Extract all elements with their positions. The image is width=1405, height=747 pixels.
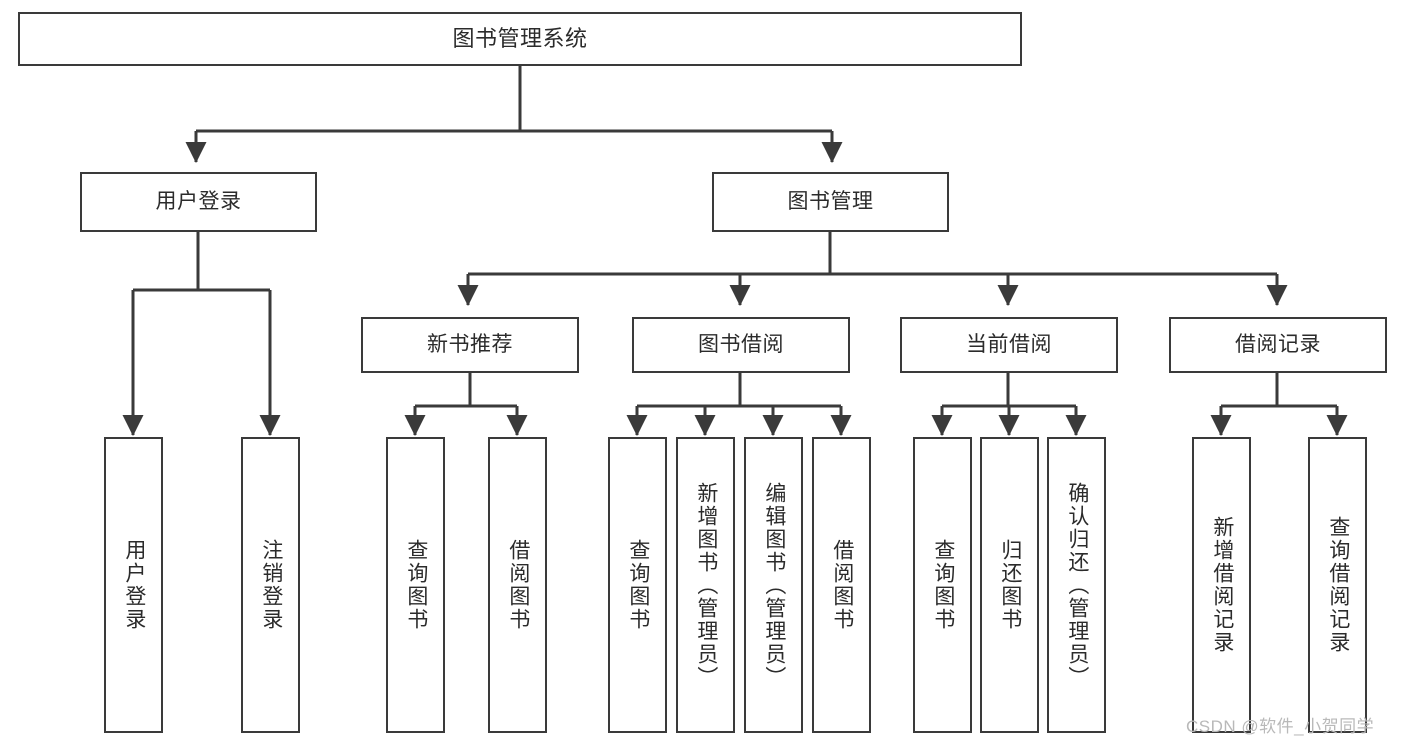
node-label: 图书借阅 — [698, 332, 784, 356]
node-label: 注销登录 — [259, 539, 283, 631]
node-new-book-recommend[interactable]: 新书推荐 — [361, 317, 579, 373]
leaf-borrow-add-book-admin[interactable]: 新增图书（管理员） — [676, 437, 735, 733]
node-borrow-record[interactable]: 借阅记录 — [1169, 317, 1387, 373]
node-label: 查询借阅记录 — [1326, 516, 1350, 654]
node-label: 用户登录 — [122, 539, 146, 631]
node-book-management[interactable]: 图书管理 — [712, 172, 949, 232]
node-label: 查询图书 — [626, 539, 650, 631]
leaf-current-confirm-return-admin[interactable]: 确认归还（管理员） — [1047, 437, 1106, 733]
node-label: 查询图书 — [931, 539, 955, 631]
node-user-login[interactable]: 用户登录 — [80, 172, 317, 232]
node-current-borrow[interactable]: 当前借阅 — [900, 317, 1118, 373]
node-book-borrow[interactable]: 图书借阅 — [632, 317, 850, 373]
node-root-system[interactable]: 图书管理系统 — [18, 12, 1022, 66]
leaf-borrow-query-book[interactable]: 查询图书 — [608, 437, 667, 733]
csdn-watermark: CSDN @软件_小贺同学 — [1186, 717, 1375, 736]
node-label: 借阅记录 — [1235, 332, 1321, 356]
node-label: 新增图书（管理员） — [694, 481, 718, 689]
leaf-record-query-record[interactable]: 查询借阅记录 — [1308, 437, 1367, 733]
node-label: 图书管理 — [787, 189, 874, 213]
node-label: 新增借阅记录 — [1210, 516, 1234, 654]
leaf-recommend-borrow-book[interactable]: 借阅图书 — [488, 437, 547, 733]
leaf-current-query-book[interactable]: 查询图书 — [913, 437, 972, 733]
node-label: 归还图书 — [998, 539, 1022, 631]
leaf-borrow-borrow-book[interactable]: 借阅图书 — [812, 437, 871, 733]
leaf-recommend-query-book[interactable]: 查询图书 — [386, 437, 445, 733]
node-label: 图书管理系统 — [452, 26, 588, 52]
leaf-user-login[interactable]: 用户登录 — [104, 437, 163, 733]
leaf-user-logout[interactable]: 注销登录 — [241, 437, 300, 733]
node-label: 借阅图书 — [830, 539, 854, 631]
node-label: 用户登录 — [155, 189, 242, 213]
node-label: 借阅图书 — [506, 539, 530, 631]
node-label: 新书推荐 — [427, 332, 513, 356]
node-label: 确认归还（管理员） — [1065, 481, 1089, 689]
node-label: 查询图书 — [404, 539, 428, 631]
leaf-current-return-book[interactable]: 归还图书 — [980, 437, 1039, 733]
node-label: 编辑图书（管理员） — [762, 481, 786, 689]
node-label: 当前借阅 — [966, 332, 1052, 356]
leaf-record-add-record[interactable]: 新增借阅记录 — [1192, 437, 1251, 733]
leaf-borrow-edit-book-admin[interactable]: 编辑图书（管理员） — [744, 437, 803, 733]
